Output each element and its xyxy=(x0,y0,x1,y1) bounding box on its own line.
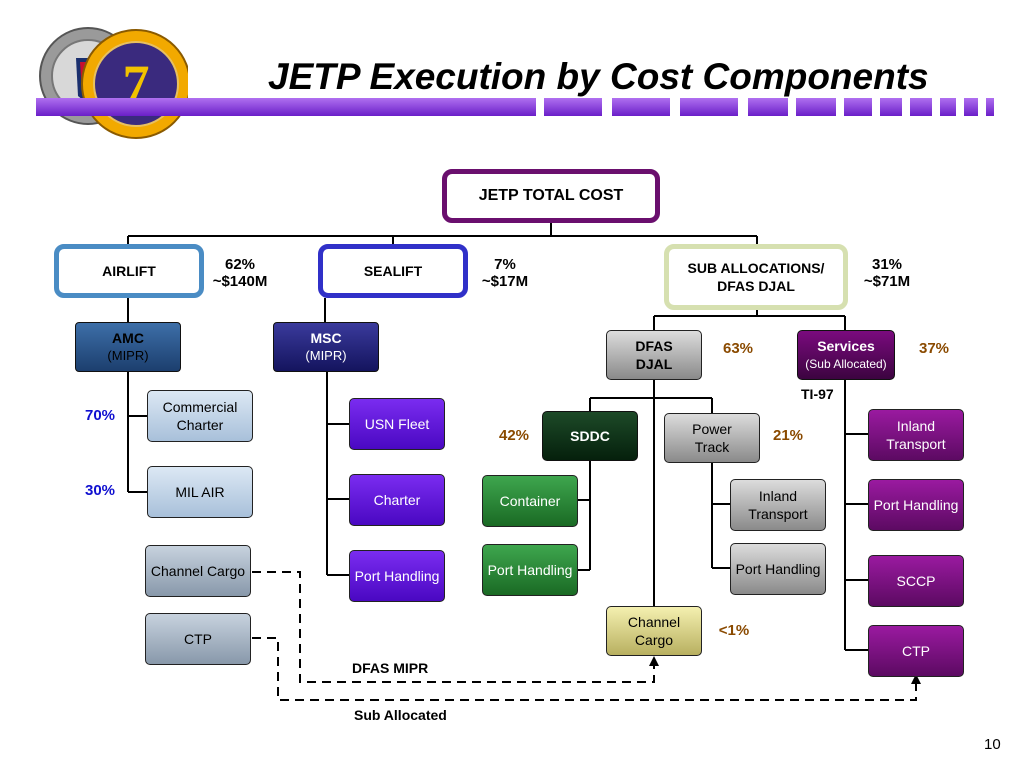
power-track-line1: Power xyxy=(692,421,732,437)
power-track-box: Power Track xyxy=(664,413,760,463)
usn-fleet-box: USN Fleet xyxy=(349,398,445,450)
charter-box: Charter xyxy=(349,474,445,526)
channel-cargo-left-box: Channel Cargo xyxy=(145,545,251,597)
dfas-percent: 63% xyxy=(722,340,754,357)
suballoc-line1: SUB ALLOCATIONS/ xyxy=(687,260,825,276)
jetp-total-cost-box: JETP TOTAL COST xyxy=(442,169,660,223)
mil-air-box: MIL AIR xyxy=(147,466,253,518)
suballoc-pct-text: 31% xyxy=(871,256,903,273)
port-handling-svc-box: Port Handling xyxy=(868,479,964,531)
commercial-charter-box: Commercial Charter xyxy=(147,390,253,442)
amc-sub: (MIPR) xyxy=(107,348,149,363)
sccp-label: SCCP xyxy=(896,573,936,589)
dfas-line2: DJAL xyxy=(635,356,673,372)
ctp-left-label: CTP xyxy=(184,631,212,647)
milair-percent: 30% xyxy=(84,482,116,499)
inland-transport-svc-line2: Transport xyxy=(886,436,946,452)
airlift-percent: 62% ~$140M xyxy=(200,256,280,290)
commercial-charter-line1: Commercial xyxy=(162,399,238,415)
amc-label: AMC xyxy=(112,330,144,346)
suballoc-line2: DFAS DJAL xyxy=(717,278,795,294)
mil-air-label: MIL AIR xyxy=(175,484,225,500)
port-handling-pt-label: Port Handling xyxy=(735,561,821,577)
channel-cargo-percent: <1% xyxy=(718,622,750,639)
services-box: Services (Sub Allocated) xyxy=(797,330,895,380)
sddc-percent: 42% xyxy=(498,427,530,444)
ctp-svc-box: CTP xyxy=(868,625,964,677)
commercial-charter-line2: Charter xyxy=(176,417,224,433)
suballocations-box: SUB ALLOCATIONS/ DFAS DJAL xyxy=(664,244,848,310)
channel-cargo-center-box: Channel Cargo xyxy=(606,606,702,656)
charter-label: Charter xyxy=(373,492,421,508)
sealift-amount: ~$17M xyxy=(481,273,529,290)
sealift-percent: 7% ~$17M xyxy=(470,256,540,290)
amc-box: AMC (MIPR) xyxy=(75,322,181,372)
dfas-djal-box: DFAS DJAL xyxy=(606,330,702,380)
ctp-svc-label: CTP xyxy=(902,643,930,659)
dfas-mipr-label: DFAS MIPR xyxy=(352,660,429,676)
power-track-line2: Track xyxy=(694,439,730,455)
container-box: Container xyxy=(482,475,578,527)
sddc-label: SDDC xyxy=(570,428,610,444)
inland-transport-pt-line2: Transport xyxy=(748,506,808,522)
channel-cargo-center-line1: Channel xyxy=(627,614,681,630)
port-handling-sddc-label: Port Handling xyxy=(487,562,573,578)
services-sub: (Sub Allocated) xyxy=(805,357,887,371)
airlift-pct-text: 62% xyxy=(224,256,256,273)
port-handling-sddc-box: Port Handling xyxy=(482,544,578,596)
power-track-percent: 21% xyxy=(772,427,804,444)
ti97-label: TI-97 xyxy=(801,386,834,402)
port-handling-sealift-box: Port Handling xyxy=(349,550,445,602)
page-number: 10 xyxy=(984,736,1001,753)
usn-fleet-label: USN Fleet xyxy=(364,416,430,432)
msc-box: MSC (MIPR) xyxy=(273,322,379,372)
channel-cargo-left-label: Channel Cargo xyxy=(150,563,246,579)
services-percent: 37% xyxy=(918,340,950,357)
inland-transport-svc-line1: Inland xyxy=(896,418,936,434)
port-handling-sealift-label: Port Handling xyxy=(354,568,440,584)
airlift-amount: ~$140M xyxy=(212,273,268,290)
suballoc-percent: 31% ~$71M xyxy=(850,256,924,290)
sub-allocated-label: Sub Allocated xyxy=(354,707,447,723)
sccp-box: SCCP xyxy=(868,555,964,607)
msc-sub: (MIPR) xyxy=(305,348,347,363)
sealift-label: SEALIFT xyxy=(363,263,423,279)
airlift-box: AIRLIFT xyxy=(54,244,204,298)
inland-transport-pt-line1: Inland xyxy=(758,488,798,504)
sddc-box: SDDC xyxy=(542,411,638,461)
port-handling-svc-label: Port Handling xyxy=(873,497,959,513)
ctp-left-box: CTP xyxy=(145,613,251,665)
services-label: Services xyxy=(817,338,875,354)
msc-label: MSC xyxy=(310,330,342,346)
dfas-line1: DFAS xyxy=(635,338,673,354)
inland-transport-svc-box: Inland Transport xyxy=(868,409,964,461)
inland-transport-pt-box: Inland Transport xyxy=(730,479,826,531)
container-label: Container xyxy=(499,493,561,509)
channel-cargo-center-line2: Cargo xyxy=(634,632,674,648)
sealift-pct-text: 7% xyxy=(494,256,516,273)
slide-title: JETP Execution by Cost Components xyxy=(268,56,929,97)
total-cost-label: JETP TOTAL COST xyxy=(478,187,624,204)
commercial-percent: 70% xyxy=(84,407,116,424)
title-bar xyxy=(36,98,994,116)
sealift-box: SEALIFT xyxy=(318,244,468,298)
suballoc-amount: ~$71M xyxy=(863,273,911,290)
airlift-label: AIRLIFT xyxy=(102,263,156,279)
port-handling-pt-box: Port Handling xyxy=(730,543,826,595)
